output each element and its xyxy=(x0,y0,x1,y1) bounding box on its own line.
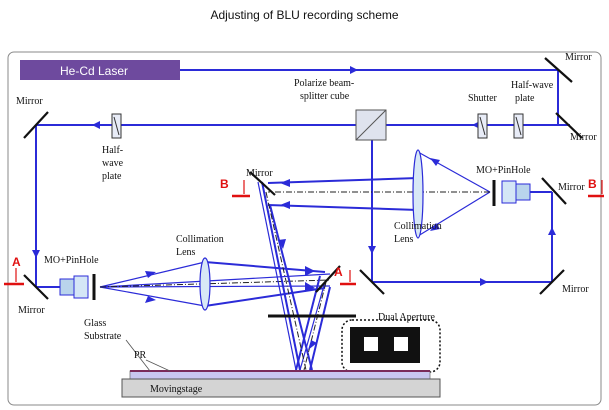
label-mirror-bottom-right: Mirror xyxy=(562,284,589,295)
laser-label: He-Cd Laser xyxy=(60,64,128,78)
beam-arrow xyxy=(278,239,286,249)
pr-leader xyxy=(145,359,171,372)
beam-right-fan-bot xyxy=(417,191,491,237)
beam-arrow xyxy=(32,250,40,258)
mo-left-body xyxy=(59,278,75,296)
axis-down-1 xyxy=(265,191,307,371)
label-pr: PR xyxy=(134,350,147,361)
laser-box xyxy=(20,60,180,80)
aperture-hole-right xyxy=(394,337,408,351)
mo-left-lens xyxy=(73,275,89,299)
beam-left-fan-bot xyxy=(99,286,206,307)
marker-b-right: B xyxy=(588,177,597,191)
glass-leader xyxy=(125,339,151,372)
beam-arrow xyxy=(430,158,440,166)
label-mo-pinhole-right: MO+PinHole xyxy=(476,165,531,176)
pbs-diagonal xyxy=(355,109,387,141)
beam-arrow xyxy=(548,227,556,235)
label-mirror-left-a: Mirror xyxy=(18,305,45,316)
dual-aperture-inset xyxy=(350,327,420,363)
beam-arrow xyxy=(145,296,156,303)
label-glass-substrate-2: Substrate xyxy=(84,331,122,342)
mirror-pbs-bottom xyxy=(359,269,385,295)
label-shutter: Shutter xyxy=(468,93,498,104)
beam-arrow xyxy=(480,278,488,286)
label-mo-pinhole-left: MO+PinHole xyxy=(44,255,99,266)
label-mirror-right-b: Mirror xyxy=(558,182,585,193)
beam-down-2 xyxy=(269,204,313,371)
beam-arrow xyxy=(305,282,315,292)
beam-down-6 xyxy=(299,281,326,371)
glass-substrate xyxy=(129,370,431,380)
half-wave-plate-right-line xyxy=(515,116,522,136)
label-mirror-center-top: Mirror xyxy=(246,168,273,179)
marker-a-right: A xyxy=(334,265,343,279)
label-collimation-left-2: Lens xyxy=(176,247,196,258)
scheme-frame xyxy=(7,51,602,406)
beam-right-coll-top xyxy=(267,177,419,184)
beam-arrow xyxy=(305,266,315,276)
beam-arrow xyxy=(145,271,156,278)
axis-left xyxy=(99,279,331,288)
mirror-right-b xyxy=(541,177,567,205)
mirror-upper-left xyxy=(23,111,49,139)
mirror-center-a xyxy=(315,265,341,293)
label-mirror-top-right: Mirror xyxy=(565,52,592,63)
mirror-top-right xyxy=(544,57,573,83)
beam-arrow xyxy=(350,66,358,74)
beam-arrow xyxy=(92,121,100,129)
mo-right-body xyxy=(515,183,531,201)
moving-stage xyxy=(121,378,441,398)
label-mirror-right-upper: Mirror xyxy=(570,132,597,143)
beam-arrow xyxy=(308,340,317,350)
label-glass-substrate-1: Glass xyxy=(84,318,106,329)
label-half-wave-left-1: Half- xyxy=(102,145,123,156)
collimation-lens-left xyxy=(199,257,211,311)
label-half-wave-right-2: plate xyxy=(515,93,535,104)
beam-arrow xyxy=(280,179,290,187)
label-half-wave-left-3: plate xyxy=(102,171,122,182)
label-collimation-right-2: Lens xyxy=(394,234,414,245)
shutter-line xyxy=(479,116,486,136)
beam-right-fan-top xyxy=(417,151,491,193)
mirror-bottom-right xyxy=(539,269,565,295)
mo-right-lens xyxy=(501,180,517,204)
beam-arrow xyxy=(430,223,440,231)
label-collimation-left-1: Collimation xyxy=(176,234,224,245)
label-mirror-upper-left: Mirror xyxy=(16,96,43,107)
beam-down-5 xyxy=(257,181,297,371)
label-dual-aperture: Dual Aperture xyxy=(378,312,435,323)
beam-right-coll-bot xyxy=(267,204,419,211)
label-pbs-2: splitter cube xyxy=(300,91,350,102)
aperture-hole-left xyxy=(364,337,378,351)
marker-b-left: B xyxy=(220,177,229,191)
axis-down-2 xyxy=(303,281,327,371)
beam-down-4 xyxy=(309,286,331,371)
diagram-title: Adjusting of BLU recording scheme xyxy=(210,8,399,22)
beam-arrow xyxy=(280,201,290,209)
mirror-center-top xyxy=(249,171,276,196)
marker-a-left: A xyxy=(12,255,21,269)
label-moving-stage: Movingstage xyxy=(150,384,203,395)
mirror-left-a xyxy=(23,274,49,300)
half-wave-plate-left-line xyxy=(113,116,120,136)
label-half-wave-right-1: Half-wave xyxy=(511,80,554,91)
beam-arrow xyxy=(368,246,376,254)
beam-left-div-top xyxy=(99,273,331,288)
label-half-wave-left-2: wave xyxy=(102,158,124,169)
beam-down-1 xyxy=(261,181,301,371)
mirror-right-upper xyxy=(555,112,583,139)
label-pbs-1: Polarize beam- xyxy=(294,78,354,89)
label-collimation-right-1: Collimation xyxy=(394,221,442,232)
collimation-lens-right xyxy=(412,149,424,239)
